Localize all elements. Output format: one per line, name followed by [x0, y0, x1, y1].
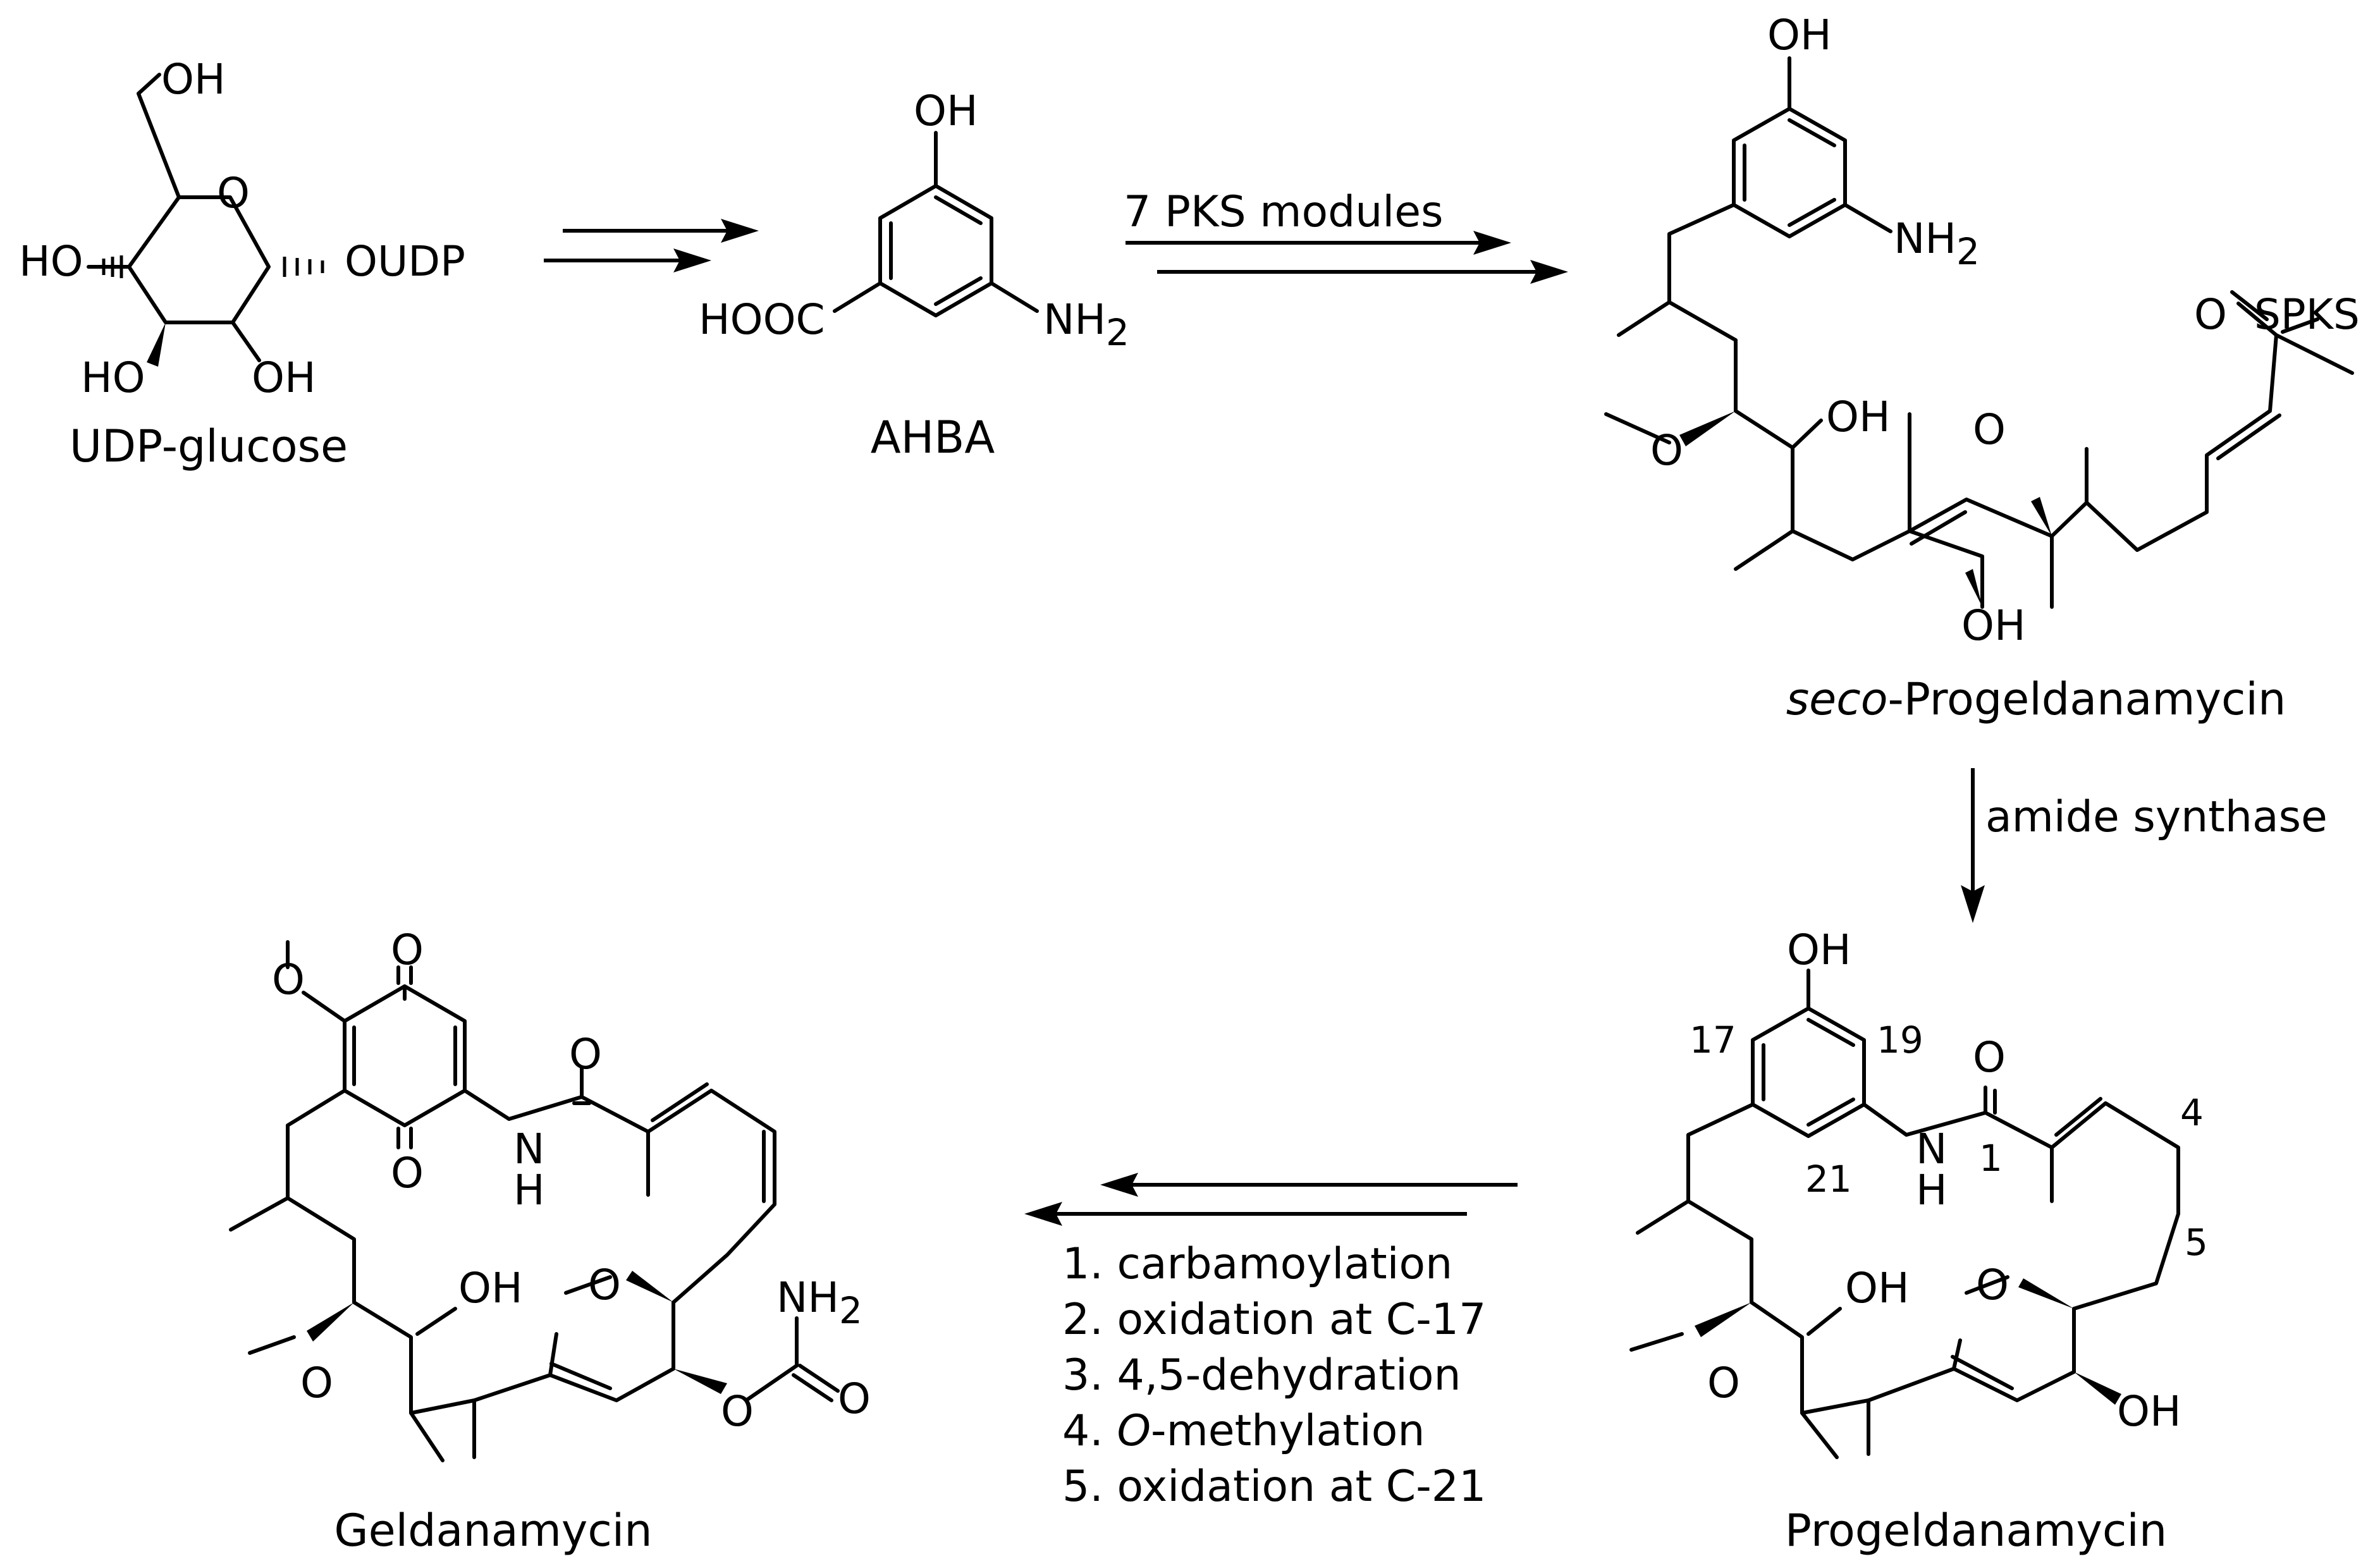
udp-glucose-ho-bottom: HO [81, 353, 145, 402]
geldanamycin-o-quinone-top: O [391, 926, 424, 974]
geldanamycin-o-methoxy-c6: O [588, 1261, 621, 1309]
arrow-udp-to-ahba [544, 219, 759, 272]
seco-oh-bottom: OH [1961, 601, 2026, 650]
udp-glucose-structure: OH O OUDP HO HO OH UDP-glucose [19, 55, 465, 472]
progeldanamycin-h: H [1916, 1166, 1948, 1214]
geldanamycin-o-methoxy-c12: O [300, 1359, 333, 1407]
locant-c1: 1 [1979, 1137, 2003, 1180]
final-step-2: 2. oxidation at C-17 [1062, 1295, 1486, 1345]
geldanamycin-o-methoxy-quinone: O [272, 955, 305, 1004]
progeldanamycin-oh-mid: OH [1845, 1264, 1910, 1312]
ahba-nh2: NH2 [1043, 295, 1129, 354]
geldanamycin-nh2: NH2 [776, 1273, 862, 1332]
locant-c19: 19 [1877, 1019, 1923, 1061]
amide-synthase-label: amide synthase [1985, 792, 2328, 842]
seco-nh2: NH2 [1894, 214, 1980, 273]
arrow-final-steps: 1. carbamoylation 2. oxidation at C-17 3… [1024, 1173, 1518, 1512]
progeldanamycin-oh-top: OH [1787, 926, 1851, 974]
final-step-4: 4. O-methylation [1062, 1406, 1425, 1456]
locant-c21: 21 [1805, 1158, 1852, 1201]
geldanamycin-n: N [513, 1125, 544, 1173]
geldanamycin-label: Geldanamycin [334, 1505, 652, 1557]
seco-progeldanamycin-structure: OH NH2 O SPKS O OH O OH seco-Progeldanam… [1604, 11, 2360, 725]
seco-o-methoxy-left: O [1650, 426, 1683, 475]
geldanamycin-h: H [513, 1166, 545, 1214]
geldanamycin-o-amide: O [569, 1030, 602, 1079]
progeldanamycin-o-amide: O [1973, 1033, 2006, 1082]
udp-glucose-ho-left: HO [19, 237, 83, 286]
final-step-5: 5. oxidation at C-21 [1062, 1462, 1486, 1512]
seco-o-methoxy-right: O [1973, 405, 2006, 454]
geldanamycin-oh: OH [458, 1264, 523, 1312]
geldanamycin-o-carbamate: O [721, 1387, 754, 1436]
ahba-oh: OH [914, 87, 978, 135]
progeldanamycin-label: Progeldanamycin [1785, 1505, 2168, 1557]
ahba-label: AHBA [871, 412, 995, 463]
seco-progeldanamycin-label: seco-Progeldanamycin [1786, 673, 2286, 725]
udp-glucose-oudp: OUDP [345, 237, 465, 286]
seco-oh-mid: OH [1826, 393, 1891, 441]
final-step-1: 1. carbamoylation [1062, 1239, 1452, 1289]
seco-o-thioester: O [2194, 290, 2227, 339]
locant-c4: 4 [2180, 1091, 2204, 1134]
locant-c5: 5 [2185, 1221, 2208, 1264]
progeldanamycin-n: N [1916, 1125, 1947, 1173]
geldanamycin-o-quinone-bottom: O [391, 1149, 424, 1197]
ahba-hooc: HOOC [699, 295, 825, 344]
arrow-amide-synthase: amide synthase [1961, 768, 2328, 923]
udp-glucose-oh-bottom: OH [252, 353, 316, 402]
geldanamycin-structure: O O O N H O OH O NH2 O O O Geldanamycin [229, 926, 871, 1557]
geldanamycin-o-carbonyl: O [838, 1374, 871, 1423]
udp-glucose-ring-o: O [217, 169, 250, 217]
progeldanamycin-o-methoxy-right: O [1976, 1261, 2009, 1309]
locant-c17: 17 [1690, 1019, 1736, 1061]
progeldanamycin-structure: OH O N H OH O O OH 17 19 21 1 4 5 Progel… [1629, 926, 2208, 1557]
seco-spks: SPKS [2254, 290, 2360, 339]
ahba-structure: OH HOOC NH2 AHBA [699, 87, 1129, 463]
pks-label: 7 PKS modules [1124, 187, 1444, 237]
final-step-3: 3. 4,5-dehydration [1062, 1350, 1461, 1400]
udp-glucose-label: UDP-glucose [70, 420, 348, 472]
seco-oh-top: OH [1767, 11, 1832, 59]
progeldanamycin-oh-right: OH [2117, 1387, 2181, 1436]
progeldanamycin-o-methoxy-left: O [1707, 1359, 1740, 1407]
arrow-pks: 7 PKS modules [1124, 187, 1568, 284]
udp-glucose-oh-top: OH [161, 55, 226, 104]
